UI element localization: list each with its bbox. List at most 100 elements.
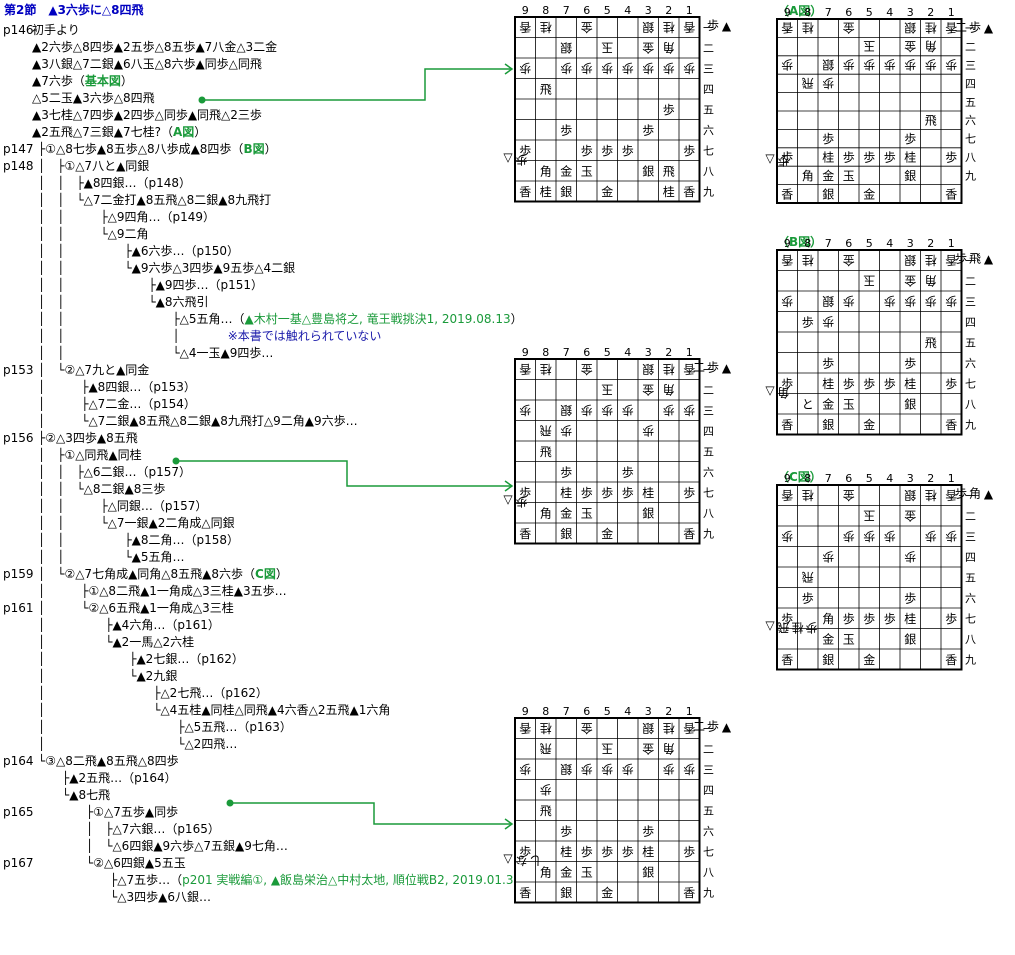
gote-piece: 桂 — [663, 20, 675, 35]
gote-piece: 銀 — [642, 362, 654, 376]
sente-piece: 桂 — [822, 376, 834, 391]
diagram-label: （B図） — [777, 235, 823, 249]
move-line: │ │ ├△5五角…（▲木村一基△豊島将之, 竜王戦挑決1, 2019.08.1… — [38, 311, 523, 327]
move-text: │ └△7二銀▲8五飛△8二銀▲8九飛打△9二角▲9六歩… — [38, 414, 358, 428]
file-number: 6 — [845, 472, 852, 485]
sente-piece: 香 — [945, 418, 957, 432]
move-line: │ │ └△4一玉▲9四歩… — [38, 345, 273, 361]
gote-piece: 香 — [945, 253, 957, 267]
note-text: ※本書では触れられていない — [227, 329, 382, 343]
sente-piece: 桂 — [560, 485, 572, 500]
file-number: 9 — [522, 4, 529, 17]
gote-piece: 飛 — [540, 741, 552, 755]
connector-line — [176, 460, 512, 487]
sente-piece: 桂 — [642, 485, 654, 500]
gote-piece: 桂 — [925, 21, 937, 36]
gote-piece: 香 — [519, 362, 531, 376]
sente-piece: 金 — [863, 186, 875, 201]
move-line: │ │ └△7一銀▲2二角成△同銀 — [38, 515, 235, 531]
page-ref: p165 — [3, 805, 34, 819]
rank-label: 八 — [703, 507, 714, 520]
rank-label: 八 — [965, 633, 976, 646]
sente-piece: 香 — [781, 653, 793, 667]
move-text: │ │ ├▲9四歩…（p151） — [38, 278, 264, 292]
file-number: 9 — [784, 237, 791, 250]
gote-piece: 歩 — [843, 294, 855, 309]
rank-label: 九 — [703, 185, 714, 198]
sente-piece: 歩 — [904, 590, 916, 605]
file-number: 6 — [583, 346, 590, 359]
file-number: 1 — [686, 4, 693, 17]
move-line: └③△8二飛▲8五飛△8四歩 — [38, 753, 179, 769]
sente-piece: 銀 — [642, 865, 654, 879]
rank-label: 五 — [965, 96, 976, 109]
game-ref: ▲木村一基△豊島将之, 竜王戦挑決1, 2019.08.13 — [244, 312, 511, 326]
file-number: 3 — [907, 237, 914, 250]
rank-label: 八 — [965, 398, 976, 411]
diagram-label: （C図） — [777, 470, 822, 484]
gote-piece: 歩 — [884, 294, 896, 309]
gote-piece: 金 — [904, 508, 916, 523]
page-ref: p159 — [3, 567, 34, 581]
board-frame — [776, 249, 963, 436]
sente-piece: 玉 — [581, 865, 593, 879]
move-text: │ ├①△7八と▲同銀 — [38, 159, 150, 173]
gote-piece: 金 — [642, 382, 654, 397]
move-text: ├▲2五飛…（p164） — [38, 771, 177, 785]
sente-piece: 香 — [781, 418, 793, 432]
sente-piece: 歩 — [802, 590, 814, 605]
file-number: 2 — [927, 6, 934, 19]
rank-label: 三 — [703, 62, 714, 75]
file-number: 2 — [927, 472, 934, 485]
gote-piece: 歩 — [663, 762, 675, 777]
move-line: ▲2六歩△8四歩▲2五歩△8五歩▲7八金△3二金 — [32, 39, 277, 55]
sente-piece: 桂 — [663, 184, 675, 199]
sente-piece: 歩 — [601, 485, 613, 500]
gote-piece: 歩 — [663, 61, 675, 76]
sente-piece: 歩 — [781, 376, 793, 391]
sente-piece: 玉 — [581, 164, 593, 178]
sente-piece: 歩 — [622, 485, 634, 500]
gote-piece: 銀 — [560, 40, 572, 54]
gote-piece: 桂 — [540, 20, 552, 35]
sente-piece: 歩 — [683, 844, 695, 859]
gote-piece: 金 — [904, 39, 916, 54]
sente-piece: 桂 — [904, 376, 916, 391]
sente-hand: ▲飛歩 — [953, 252, 996, 266]
rank-label: 四 — [703, 83, 714, 96]
sente-piece: 角 — [540, 865, 552, 879]
move-line: │ ├△7二金…（p154） — [38, 396, 196, 412]
rank-label: 六 — [703, 825, 714, 838]
connector-arrowhead — [504, 63, 514, 75]
gote-piece: 金 — [642, 741, 654, 756]
rank-label: 六 — [703, 466, 714, 479]
file-number: 4 — [886, 472, 893, 485]
gote-piece: 角 — [925, 39, 937, 53]
move-line: ▲2五飛△7三銀▲7七桂?（A図） — [32, 124, 206, 140]
diagram-ref: C図 — [255, 567, 276, 581]
file-number: 3 — [645, 4, 652, 17]
gote-piece: 歩 — [843, 529, 855, 544]
gote-piece: 玉 — [601, 382, 613, 396]
move-line: │ │ └△7二金打▲8五飛△8二銀▲8九飛打 — [38, 192, 271, 208]
gote-piece: 玉 — [863, 508, 875, 522]
sente-piece: 歩 — [904, 355, 916, 370]
sente-piece: 歩 — [884, 611, 896, 626]
move-text-suffix: ） — [275, 567, 288, 581]
gote-piece: 歩 — [642, 61, 654, 76]
sente-piece: 歩 — [802, 314, 814, 329]
move-text: ▲2五飛△7三銀▲7七桂?（ — [32, 125, 173, 139]
rank-label: 六 — [965, 357, 976, 370]
sente-piece: 歩 — [683, 143, 695, 158]
move-line: │ │ ├△6二銀…（p157） — [38, 464, 191, 480]
move-text: │ │ └△8二銀▲8三歩 — [38, 482, 166, 496]
move-text: │ │ └△7二金打▲8五飛△8二銀▲8九飛打 — [38, 193, 272, 207]
sente-hand: ▲歩二 — [691, 361, 734, 375]
rank-label: 四 — [965, 316, 976, 329]
rank-label: 一 — [965, 254, 976, 267]
file-number: 8 — [542, 346, 549, 359]
sente-piece: 金 — [601, 184, 613, 199]
sente-piece: 玉 — [581, 506, 593, 520]
file-number: 3 — [907, 472, 914, 485]
gote-piece: 歩 — [601, 403, 613, 418]
